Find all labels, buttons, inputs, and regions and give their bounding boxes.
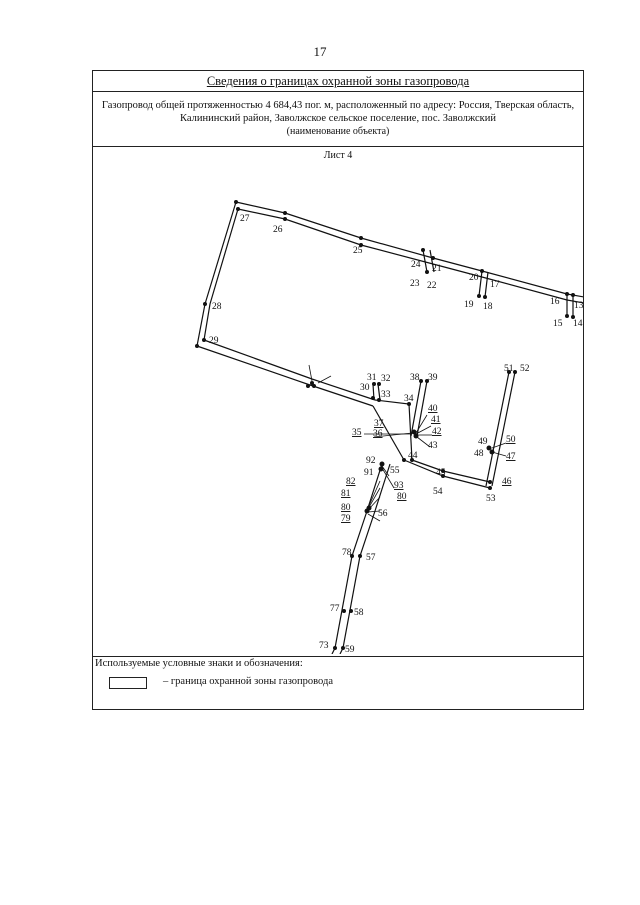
vertex-label: 39 bbox=[428, 373, 438, 383]
vertex-label: 34 bbox=[404, 394, 414, 404]
vertex-label: 30 bbox=[360, 383, 370, 393]
vertex-label: 23 bbox=[410, 279, 420, 289]
vertex-label: 54 bbox=[433, 487, 443, 497]
vertex-label: 48 bbox=[474, 449, 484, 459]
vertex-label: 59 bbox=[345, 645, 355, 654]
vertex-label: 28 bbox=[212, 302, 222, 312]
object-name-caption: (наименование объекта) bbox=[286, 126, 390, 137]
page-number: 17 bbox=[313, 44, 327, 59]
boundary-vertices bbox=[195, 200, 575, 650]
vertex-label: 37 bbox=[374, 419, 384, 429]
legend-title: Используемые условные знаки и обозначени… bbox=[95, 658, 303, 669]
vertex-label: 41 bbox=[431, 415, 441, 425]
vertex-label: 36 bbox=[373, 429, 383, 439]
legend-boundary-label: – граница охранной зоны газопровода bbox=[163, 676, 334, 687]
vertex-label: 44 bbox=[408, 451, 418, 461]
vertex-label: 27 bbox=[240, 214, 250, 224]
vertex-label: 93 bbox=[394, 481, 404, 491]
vertex-label: 92 bbox=[366, 456, 376, 466]
vertex-label: 45 bbox=[436, 468, 446, 478]
vertex-label: 56 bbox=[378, 509, 388, 519]
legend-row: Используемые условные знаки и обозначени… bbox=[93, 656, 583, 711]
vertex-label: 55 bbox=[390, 466, 400, 476]
vertex-label: 18 bbox=[483, 302, 493, 312]
protection-zone-boundary bbox=[196, 201, 583, 654]
vertex-label: 22 bbox=[427, 281, 437, 291]
vertex-label: 81 bbox=[341, 489, 351, 499]
vertex-label: 50 bbox=[506, 435, 516, 445]
vertex-label: 78 bbox=[342, 548, 352, 558]
vertex-label: 79 bbox=[341, 514, 351, 524]
document-frame: Сведения о границах охранной зоны газопр… bbox=[92, 70, 584, 710]
vertex-label: 82 bbox=[346, 477, 356, 487]
vertex-labels: 27 26 25 24 21 23 22 20 17 19 18 16 13 1… bbox=[209, 214, 584, 654]
vertex-label: 38 bbox=[410, 373, 420, 383]
vertex-label: 17 bbox=[490, 280, 500, 290]
vertex-label: 31 bbox=[367, 373, 377, 383]
vertex-label: 13 bbox=[574, 301, 584, 311]
vertex-label: 53 bbox=[486, 494, 496, 504]
vertex-label: 80 bbox=[397, 492, 407, 502]
vertex-label: 57 bbox=[366, 553, 376, 563]
vertex-label: 14 bbox=[573, 319, 583, 329]
vertex-label: 42 bbox=[432, 427, 442, 437]
vertex-label: 58 bbox=[354, 608, 364, 618]
vertex-label: 43 bbox=[428, 441, 438, 451]
legend-boundary-symbol bbox=[109, 677, 147, 689]
vertex-label: 16 bbox=[550, 297, 560, 307]
vertex-label: 32 bbox=[381, 374, 391, 384]
sheet-label: Лист 4 bbox=[323, 150, 353, 161]
vertex-label: 47 bbox=[506, 452, 516, 462]
vertex-label: 49 bbox=[478, 437, 488, 447]
vertex-label: 15 bbox=[553, 319, 563, 329]
vertex-label: 20 bbox=[469, 273, 479, 283]
vertex-label: 40 bbox=[428, 404, 438, 414]
vertex-label: 29 bbox=[209, 336, 219, 346]
title-row: Сведения о границах охранной зоны газопр… bbox=[93, 71, 583, 92]
vertex-label: 21 bbox=[432, 264, 442, 274]
vertex-label: 52 bbox=[520, 364, 530, 374]
vertex-label: 80 bbox=[341, 503, 351, 513]
vertex-label: 24 bbox=[411, 260, 421, 270]
leader-lines bbox=[308, 364, 507, 522]
vertex-label: 25 bbox=[353, 246, 363, 256]
document-title: Сведения о границах охранной зоны газопр… bbox=[206, 74, 470, 88]
pipeline-map: 27 26 25 24 21 23 22 20 17 19 18 16 13 1… bbox=[195, 200, 584, 654]
vertex-label: 19 bbox=[464, 300, 474, 310]
object-description-line2: Калининский район, Заволжское сельское п… bbox=[180, 113, 496, 124]
vertex-label: 33 bbox=[381, 390, 391, 400]
vertex-label: 91 bbox=[364, 468, 374, 478]
vertex-label: 26 bbox=[273, 225, 283, 235]
vertex-label: 73 bbox=[319, 641, 329, 651]
description-row: Газопровод общей протяженностью 4 684,43… bbox=[93, 92, 583, 147]
object-description-line1: Газопровод общей протяженностью 4 684,43… bbox=[101, 100, 575, 111]
vertex-label: 51 bbox=[504, 364, 514, 374]
vertex-label: 77 bbox=[330, 604, 340, 614]
vertex-label: 35 bbox=[352, 428, 362, 438]
vertex-label: 46 bbox=[502, 477, 512, 487]
